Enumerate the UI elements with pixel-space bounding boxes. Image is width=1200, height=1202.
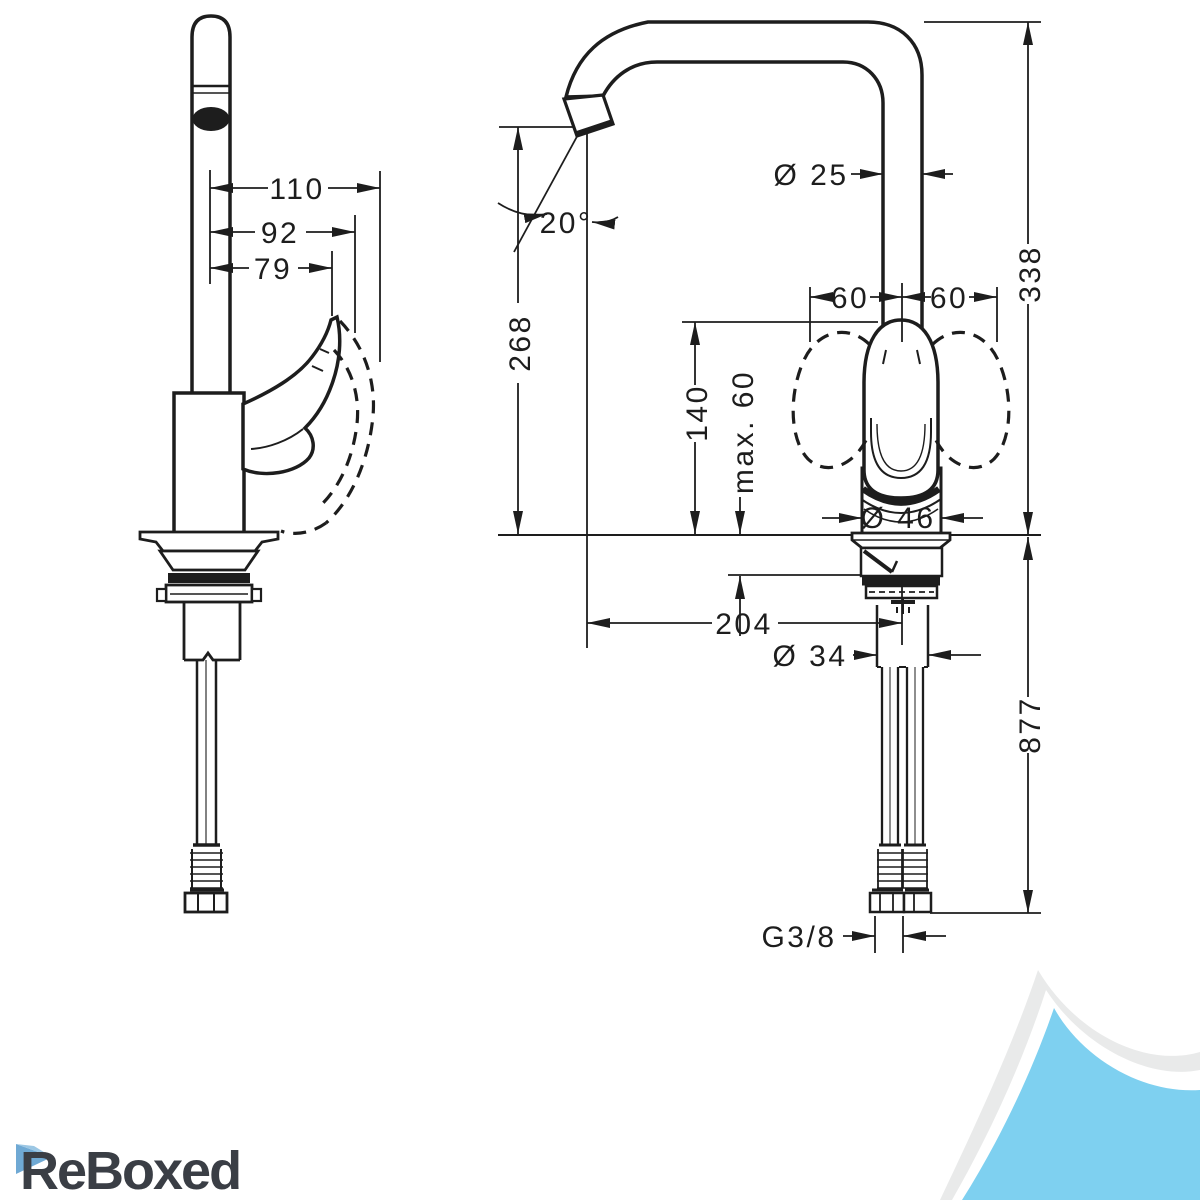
- handle-side: [241, 314, 342, 476]
- handle-swing-dashed: [280, 319, 376, 535]
- reboxed-logo: ReBoxed: [16, 1140, 280, 1201]
- label-338: 338: [1014, 245, 1047, 303]
- label-110: 110: [269, 173, 324, 206]
- dim-base-diameter: Ø 46: [822, 502, 983, 535]
- label-79: 79: [254, 253, 292, 286]
- side-view: 110 92 79: [138, 14, 381, 914]
- dim-reach-mid: 92: [210, 217, 355, 250]
- label-268: 268: [504, 314, 537, 372]
- spout-outlet: [192, 107, 230, 131]
- label-dia34: Ø 34: [772, 640, 847, 673]
- front-view: [561, 20, 1011, 914]
- dim-total-height: 338: [1014, 22, 1047, 535]
- label-60-right: 60: [930, 282, 968, 315]
- dim-thread-size: G3/8: [761, 916, 946, 954]
- angle-reference-line: [513, 130, 581, 253]
- dim-offset-right: 60: [902, 282, 997, 315]
- label-g38: G3/8: [761, 921, 836, 954]
- curl-blue-triangle: [962, 1008, 1200, 1200]
- label-dia46: Ø 46: [860, 502, 935, 535]
- label-max60: max. 60: [727, 370, 760, 494]
- logo-text: ReBoxed: [20, 1141, 242, 1201]
- dim-reach-min: 79: [210, 253, 332, 286]
- label-dia25: Ø 25: [773, 159, 848, 192]
- page-curl-graphic: [940, 970, 1200, 1200]
- dim-max-mounting-thickness: max. 60: [727, 370, 760, 636]
- front-view-dimensions-front: 60 60 Ø 46 204 Ø 34: [587, 282, 997, 954]
- label-92: 92: [261, 217, 299, 250]
- dim-hose-length: 877: [1014, 537, 1047, 913]
- dim-handle-clearance: 140: [681, 322, 714, 534]
- label-60-left: 60: [831, 282, 869, 315]
- dim-projection: 204: [587, 608, 902, 641]
- handle-swing-dashed-front: [791, 330, 1011, 470]
- dim-shank-diameter: Ø 34: [772, 640, 981, 673]
- dim-reach-full: 110: [210, 173, 380, 206]
- dim-spout-diameter: Ø 25: [773, 159, 953, 192]
- dim-swivel-angle: 20°: [497, 202, 619, 240]
- handle-front: [862, 318, 940, 500]
- dim-offset-left: 60: [810, 282, 902, 315]
- label-877: 877: [1014, 696, 1047, 754]
- dim-spout-height: 268: [504, 127, 537, 534]
- front-view-dimensions-back: 268 20° 140 max. 60 338 8: [497, 21, 1047, 914]
- label-20deg: 20°: [540, 207, 593, 240]
- label-140: 140: [681, 384, 714, 442]
- label-204: 204: [715, 608, 773, 641]
- logo-fold-icon: [16, 1144, 52, 1174]
